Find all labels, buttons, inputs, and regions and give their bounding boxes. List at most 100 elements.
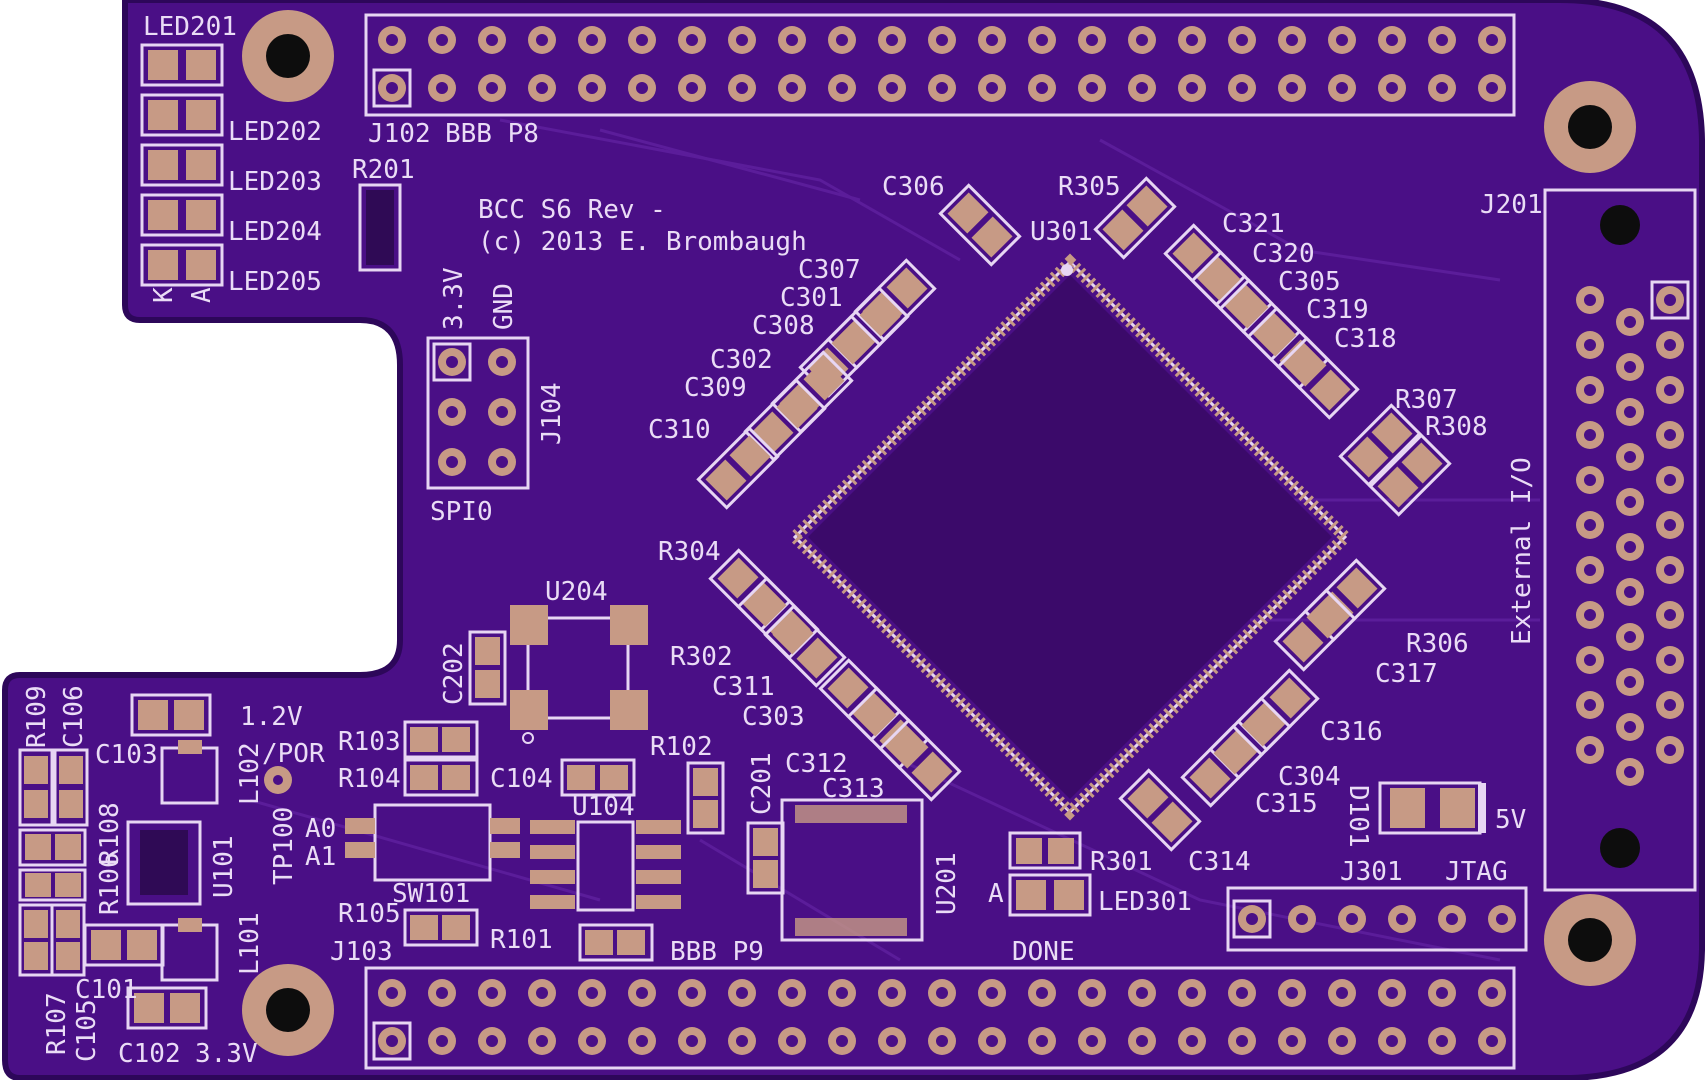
capacitor-pad — [1336, 567, 1378, 609]
p8-pin-hole — [636, 34, 648, 46]
label-bbb-p8: BBB P8 — [445, 119, 539, 149]
p9-pin-hole — [886, 987, 898, 999]
ext-pin-hole — [1584, 744, 1596, 756]
p9-pin-hole — [886, 1035, 898, 1047]
p8-pin-hole — [886, 82, 898, 94]
label-led201: LED201 — [143, 12, 237, 42]
p8-pin-outline — [372, 68, 412, 108]
p9-pin-hole — [486, 1035, 498, 1047]
p9-pin-hole — [1036, 1035, 1048, 1047]
capacitor-pad — [1309, 369, 1351, 411]
label-c105: C105 — [72, 999, 102, 1062]
capacitor-footprint — [743, 378, 827, 462]
ext-pin-hole — [1664, 384, 1676, 396]
capacitor-footprint — [696, 426, 780, 510]
capacitor-pad — [1189, 757, 1231, 799]
capacitor-pad — [1172, 232, 1214, 274]
capacitor-pad — [772, 613, 814, 655]
ext-pin-hole — [1664, 564, 1676, 576]
led301 — [1008, 831, 1092, 917]
capacitor-pad — [803, 359, 845, 401]
label-l102: L102 — [235, 742, 265, 805]
label-k: K — [149, 287, 179, 303]
p9-pin-hole — [986, 987, 998, 999]
capacitor-pad — [1213, 733, 1255, 775]
p8-pin-hole — [1286, 34, 1298, 46]
capacitor-outline — [853, 258, 937, 342]
p8-pin-hole — [1036, 82, 1048, 94]
capacitor-pad — [745, 585, 787, 627]
ext-pin-hole — [1584, 474, 1596, 486]
label-r103: R103 — [338, 727, 401, 757]
capacitor-footprint — [1273, 588, 1357, 672]
p9-pin-hole — [1086, 987, 1098, 999]
p9-pin-hole — [1236, 987, 1248, 999]
title-line2: (c) 2013 E. Brombaugh — [478, 227, 807, 257]
label-external-io: External I/O — [1507, 457, 1537, 645]
p9-pin-hole — [586, 1035, 598, 1047]
spi-pin-hole — [496, 406, 508, 418]
p8-pin-hole — [1086, 82, 1098, 94]
capacitor-pad — [1269, 677, 1311, 719]
fpga-u301 — [786, 253, 1354, 821]
p9-pin-hole — [736, 987, 748, 999]
label-spi0: SPI0 — [430, 497, 493, 527]
label-c314: C314 — [1188, 847, 1251, 877]
capacitor-pad — [1285, 345, 1327, 387]
p9-pin-hole — [436, 987, 448, 999]
capacitor-outline — [1276, 336, 1360, 420]
ext-pin-hole — [1624, 676, 1636, 688]
capacitor-footprint — [878, 718, 962, 802]
label-j102: J102 — [368, 119, 431, 149]
capacitor-pad — [1199, 259, 1241, 301]
label-c321: C321 — [1222, 209, 1285, 239]
capacitor-footprint — [1118, 768, 1202, 852]
p9-pin-hole — [936, 987, 948, 999]
label-tp100: TP100 — [269, 807, 299, 885]
label-c303: C303 — [742, 702, 805, 732]
p8-pin-hole — [1436, 34, 1448, 46]
p8-pin-hole — [436, 82, 448, 94]
capacitor-pad — [1151, 801, 1193, 843]
p8-pin-hole — [1436, 82, 1448, 94]
label-r106: R106 — [95, 852, 125, 915]
p9-pin-hole — [686, 987, 698, 999]
capacitor-pad — [1227, 287, 1269, 329]
p8-pin-hole — [986, 34, 998, 46]
p8-pin-hole — [486, 82, 498, 94]
header-p8 — [364, 13, 1516, 117]
p9-pin-hole — [586, 987, 598, 999]
p8-pin-hole — [1386, 82, 1398, 94]
label-c104: C104 — [490, 764, 553, 794]
capacitor-outline — [1368, 433, 1452, 517]
p8-pin-hole — [736, 34, 748, 46]
p9-pin-hole — [1386, 1035, 1398, 1047]
capacitor-pad — [859, 295, 901, 337]
capacitor-pad — [717, 557, 759, 599]
capacitor-pad — [1282, 621, 1324, 663]
p8-pin-hole — [786, 82, 798, 94]
spi-pin-hole — [446, 356, 458, 368]
label-c202: C202 — [439, 642, 469, 705]
label-c307: C307 — [798, 255, 861, 285]
p8-pin-hole — [1136, 82, 1148, 94]
p9-pin-hole — [786, 1035, 798, 1047]
p9-pin-hole — [1136, 987, 1148, 999]
label-r301: R301 — [1090, 847, 1153, 877]
p9-pin-hole — [1086, 1035, 1098, 1047]
label-bbb-p9: BBB P9 — [670, 937, 764, 967]
label-c103: C103 — [95, 740, 158, 770]
label-5v: 5V — [1495, 805, 1526, 835]
capacitor-pad — [827, 667, 869, 709]
p9-pin-hole — [836, 1035, 848, 1047]
label-c201: C201 — [747, 752, 777, 815]
p9-pin-hole — [636, 1035, 648, 1047]
label-r302: R302 — [670, 642, 733, 672]
p8-pin-hole — [786, 34, 798, 46]
p9-pin-hole — [986, 1035, 998, 1047]
r201-array — [358, 183, 402, 272]
p8-pin-hole — [936, 82, 948, 94]
label-j201: J201 — [1480, 190, 1543, 220]
u104 — [530, 820, 681, 912]
ext-pin-hole — [1584, 654, 1596, 666]
